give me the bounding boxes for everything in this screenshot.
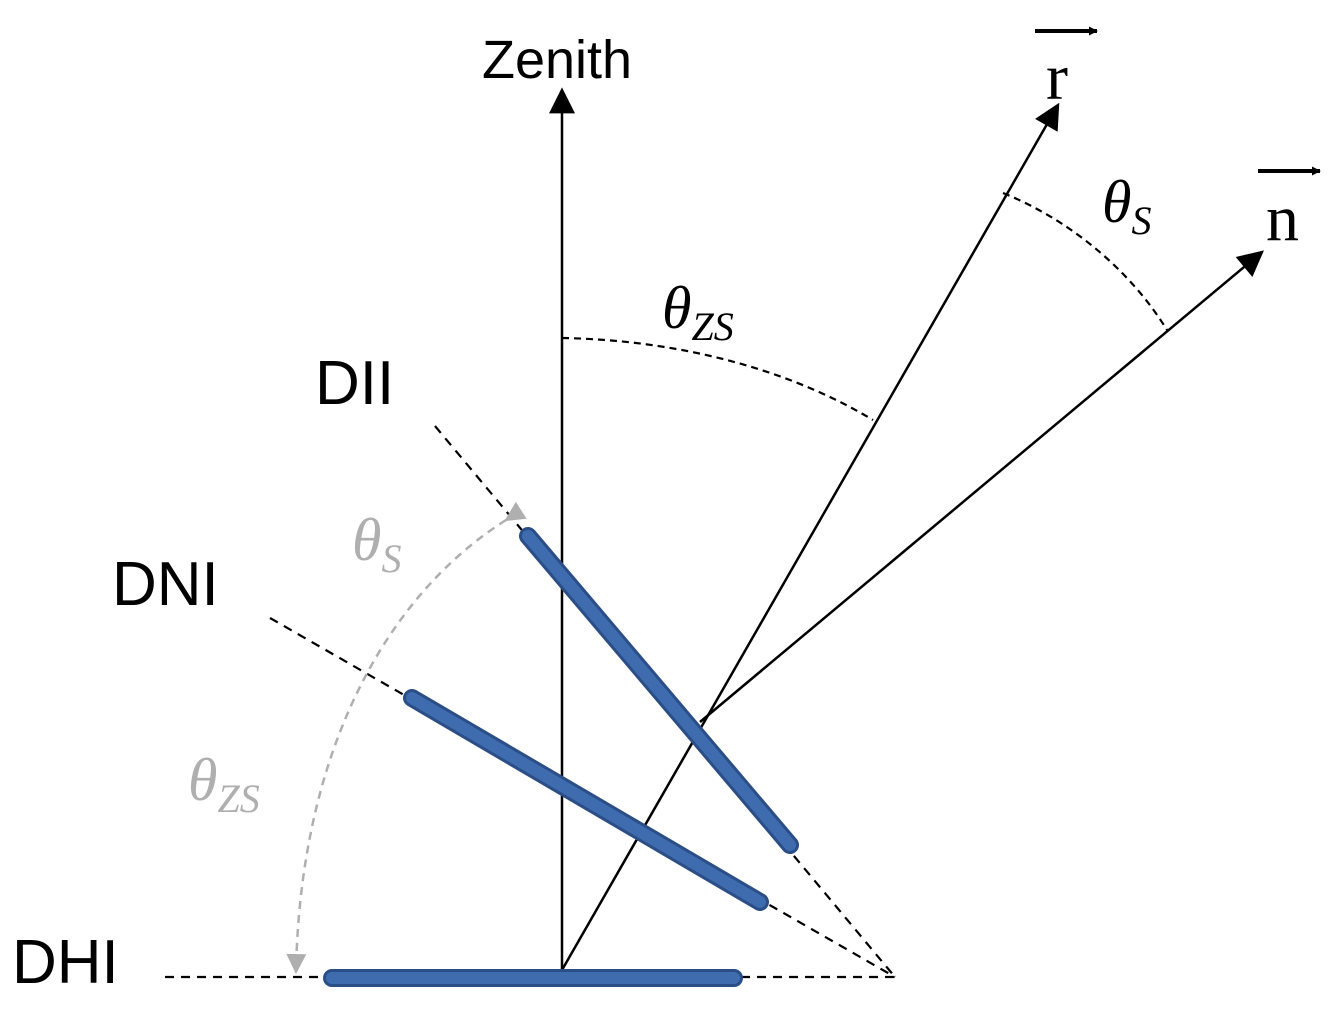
vector-r-label: r xyxy=(1046,41,1068,114)
theta-s-symbol: θ xyxy=(1102,169,1131,235)
vector-r-line xyxy=(560,102,1060,971)
vector-n-label: n xyxy=(1266,182,1299,255)
theta-s-subscript: S xyxy=(1131,198,1151,243)
reference-lines xyxy=(165,425,896,979)
theta-zs-arc xyxy=(561,336,874,421)
theta-s-label: θS xyxy=(1102,169,1151,243)
theta-zs-subscript: ZS xyxy=(691,304,733,349)
dni-label: DNI xyxy=(112,550,219,619)
theta-zs-symbol: θ xyxy=(662,275,691,341)
vector-n-line xyxy=(699,250,1264,723)
theta-s-arc xyxy=(1002,191,1168,331)
gray-theta-s-symbol: θ xyxy=(352,507,381,573)
gray-theta-zs-label: θZS xyxy=(188,747,260,821)
gray-theta-zs-symbol: θ xyxy=(188,747,217,813)
zenith-label: Zenith xyxy=(482,30,632,90)
gray-theta-s-subscript: S xyxy=(381,536,401,581)
dhi-label: DHI xyxy=(12,928,119,997)
dii-panel xyxy=(519,527,799,854)
panels xyxy=(323,527,799,987)
dii-label: DII xyxy=(315,349,394,418)
theta-zs-label: θZS xyxy=(662,275,734,349)
gray-angle-arc xyxy=(286,501,527,974)
gray-theta-zs-subscript: ZS xyxy=(217,776,259,821)
dni-panel xyxy=(403,689,769,911)
gray-theta-s-label: θS xyxy=(352,507,401,581)
angle-arcs xyxy=(561,191,1168,421)
